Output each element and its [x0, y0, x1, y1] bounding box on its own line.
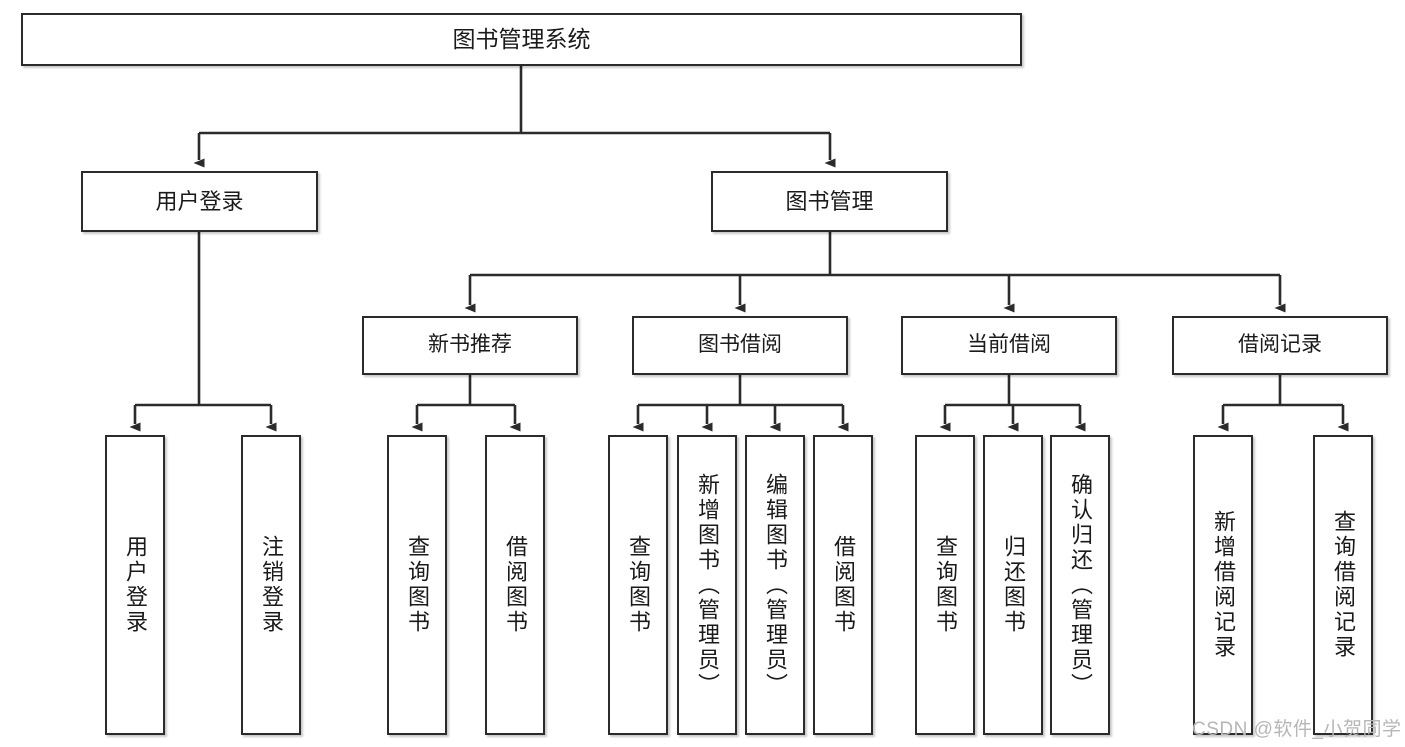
node-leaf-return-book[interactable]: 归还图书 — [983, 435, 1043, 735]
node-leaf-edit-book-label: 编辑图书（管理员） — [763, 472, 788, 698]
node-leaf-query-book-2-label: 查询图书 — [626, 535, 651, 635]
node-new-book-rec[interactable]: 新书推荐 — [362, 316, 578, 375]
node-leaf-confirm-return[interactable]: 确认归还（管理员） — [1050, 435, 1110, 735]
node-borrow-record[interactable]: 借阅记录 — [1172, 316, 1388, 375]
node-leaf-query-record[interactable]: 查询借阅记录 — [1313, 435, 1373, 735]
node-leaf-logout-label: 注销登录 — [259, 535, 284, 635]
node-leaf-return-book-label: 归还图书 — [1001, 535, 1026, 635]
node-leaf-borrow-book-2[interactable]: 借阅图书 — [813, 435, 873, 735]
node-book-manage-label: 图书管理 — [785, 188, 874, 214]
node-current-borrow[interactable]: 当前借阅 — [901, 316, 1117, 375]
node-user-login-label: 用户登录 — [155, 188, 244, 214]
node-current-borrow-label: 当前借阅 — [967, 333, 1051, 357]
node-leaf-query-book-3[interactable]: 查询图书 — [915, 435, 975, 735]
node-new-book-rec-label: 新书推荐 — [428, 333, 512, 357]
node-leaf-logout[interactable]: 注销登录 — [241, 435, 301, 735]
node-borrow-record-label: 借阅记录 — [1238, 333, 1322, 357]
node-leaf-query-book-1-label: 查询图书 — [405, 535, 430, 635]
node-root[interactable]: 图书管理系统 — [21, 13, 1022, 66]
node-leaf-add-book[interactable]: 新增图书（管理员） — [677, 435, 737, 735]
connectors — [129, 66, 1349, 432]
node-leaf-query-book-3-label: 查询图书 — [933, 535, 958, 635]
node-book-manage[interactable]: 图书管理 — [711, 171, 948, 232]
node-user-login[interactable]: 用户登录 — [81, 171, 318, 232]
node-leaf-query-record-label: 查询借阅记录 — [1331, 510, 1356, 660]
node-book-borrow-label: 图书借阅 — [698, 333, 782, 357]
node-leaf-add-book-label: 新增图书（管理员） — [695, 472, 720, 698]
node-leaf-query-book-1[interactable]: 查询图书 — [387, 435, 447, 735]
node-leaf-add-record-label: 新增借阅记录 — [1211, 510, 1236, 660]
node-leaf-edit-book[interactable]: 编辑图书（管理员） — [745, 435, 805, 735]
node-book-borrow[interactable]: 图书借阅 — [632, 316, 848, 375]
node-leaf-borrow-book-2-label: 借阅图书 — [831, 535, 856, 635]
node-leaf-borrow-book-1-label: 借阅图书 — [503, 535, 528, 635]
node-leaf-user-login-label: 用户登录 — [123, 535, 148, 635]
node-leaf-borrow-book-1[interactable]: 借阅图书 — [485, 435, 545, 735]
node-leaf-query-book-2[interactable]: 查询图书 — [608, 435, 668, 735]
node-root-label: 图书管理系统 — [452, 25, 591, 52]
node-leaf-confirm-return-label: 确认归还（管理员） — [1068, 472, 1093, 698]
node-leaf-add-record[interactable]: 新增借阅记录 — [1193, 435, 1253, 735]
node-leaf-user-login[interactable]: 用户登录 — [105, 435, 165, 735]
